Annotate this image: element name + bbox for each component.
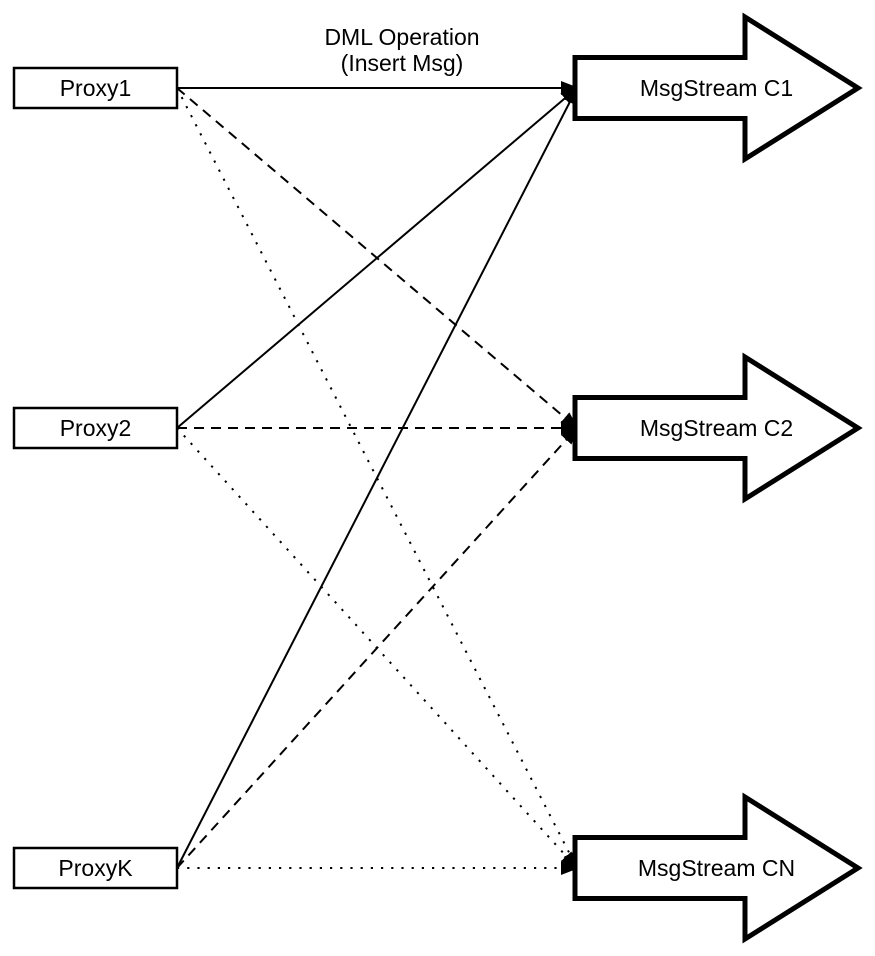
edge-proxy1-c2-dashed: [176, 87, 579, 430]
proxy-label-proxy1: Proxy1: [60, 75, 132, 101]
block-arrow-cn: [572, 792, 863, 944]
msgstream-label-c1: MsgStream C1: [640, 75, 793, 101]
proxy-node-proxy1: Proxy1: [12, 66, 179, 110]
diagram-title-line2: (Insert Msg): [341, 50, 464, 76]
proxy-node-proxy2: Proxy2: [12, 406, 179, 450]
proxy-label-proxyk: ProxyK: [58, 855, 133, 881]
block-arrow-c2: [572, 352, 863, 504]
diagram-title: DML Operation (Insert Msg): [324, 24, 479, 76]
proxy-label-proxy2: Proxy2: [60, 415, 132, 441]
edge-proxyk-c1-solid: [176, 86, 578, 869]
proxy-box-proxy2: [12, 406, 179, 450]
msgstream-node-c1: MsgStream C1: [572, 12, 863, 164]
diagram-title-line1: DML Operation: [324, 24, 479, 50]
edge-proxy2-cn-dotted: [176, 427, 579, 870]
proxy-box-proxyk: [12, 846, 179, 890]
msgstream-node-cn: MsgStream CN: [572, 792, 863, 944]
proxy-node-proxyk: ProxyK: [12, 846, 179, 890]
edges-layer: [176, 81, 579, 875]
msgstream-label-cn: MsgStream CN: [638, 855, 795, 881]
block-arrow-c1: [572, 12, 863, 164]
msgstream-node-c2: MsgStream C2: [572, 352, 863, 504]
proxy-box-proxy1: [12, 66, 179, 110]
msgstream-label-c2: MsgStream C2: [640, 415, 793, 441]
